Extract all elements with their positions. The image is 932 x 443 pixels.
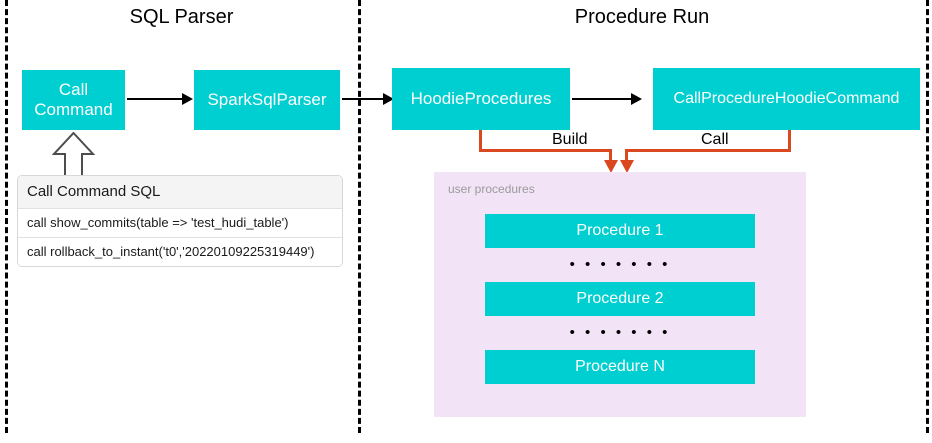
call-connector-drop [625,149,628,163]
arrowhead-hoodieprocedures-to-callprocedure [631,93,642,105]
procedure-item-2[interactable]: Procedure 2 [485,282,755,316]
divider-middle [358,0,361,433]
sql-card-row-1: call show_commits(table => 'test_hudi_ta… [18,209,342,238]
call-connector-horizontal [625,149,791,152]
sql-card-row-2: call rollback_to_instant('t0','202201092… [18,238,342,266]
edge-label-build: Build [548,131,592,149]
build-connector-drop [609,149,612,163]
sql-card-header: Call Command SQL [18,176,342,209]
section-title-sql-parser: SQL Parser [129,6,234,28]
node-hoodie-procedures[interactable]: HoodieProcedures [392,68,570,130]
user-procedures-label: user procedures [448,182,535,196]
divider-left [5,0,8,433]
call-connector-vertical [788,130,791,152]
arrow-callcommand-to-sparksqlparser [127,98,183,100]
node-call-command-line1: Call [58,79,89,99]
arrowhead-sparksqlparser-to-hoodieprocedures [383,93,394,105]
arrow-hoodieprocedures-to-callprocedure [572,98,632,100]
node-call-command-line2: Command [34,100,113,119]
node-call-command[interactable]: Call Command [22,70,125,130]
divider-right [926,0,929,433]
build-connector-arrowhead [604,160,618,173]
procedure-item-1[interactable]: Procedure 1 [485,214,755,248]
node-spark-sql-parser[interactable]: SparkSqlParser [194,70,340,130]
user-procedures-panel: user procedures Procedure 1 • • • • • • … [434,172,806,417]
arrow-sparksqlparser-to-hoodieprocedures [342,98,386,100]
call-command-sql-card: Call Command SQL call show_commits(table… [17,175,343,267]
section-title-procedure-run: Procedure Run [574,6,710,28]
build-connector-horizontal [479,149,612,152]
procedures-ellipsis-1: • • • • • • • [569,256,671,273]
call-connector-arrowhead [620,160,634,173]
procedure-item-n[interactable]: Procedure N [485,350,755,384]
edge-label-call: Call [697,131,733,149]
arrowhead-callcommand-to-sparksqlparser [182,93,193,105]
build-connector-vertical [479,130,482,152]
procedures-ellipsis-2: • • • • • • • [569,324,671,341]
node-call-procedure-hoodie-command[interactable]: CallProcedureHoodieCommand [653,68,920,130]
